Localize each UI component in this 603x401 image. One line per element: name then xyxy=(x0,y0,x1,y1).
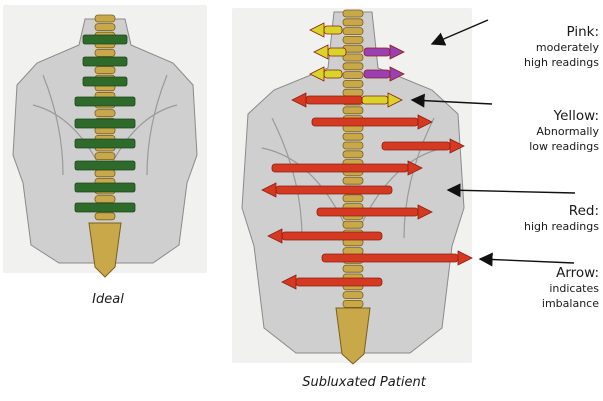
arrow-pointer-arrow xyxy=(480,259,574,263)
pink-pointer-arrow xyxy=(432,20,488,44)
yellow-pointer-arrow xyxy=(412,100,492,104)
red-pointer-arrow xyxy=(448,190,575,193)
